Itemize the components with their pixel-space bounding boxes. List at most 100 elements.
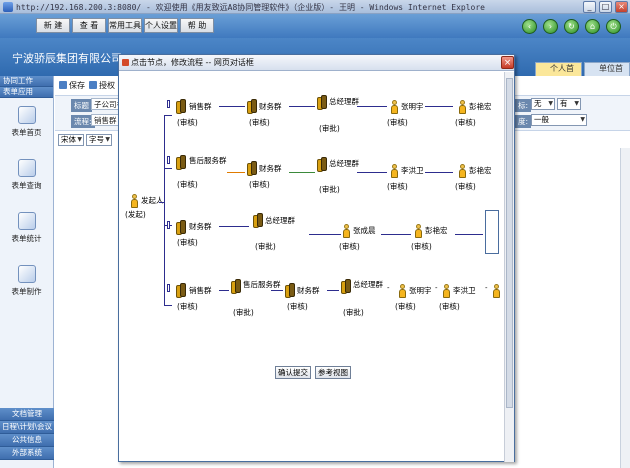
tab-unit-home[interactable]: 单位首页 <box>584 62 630 85</box>
trunk-line <box>164 115 165 305</box>
tools-button[interactable]: 常用工具 <box>108 18 142 33</box>
row4-node-3: 财务群 <box>297 286 320 295</box>
row2-role-3: (审批) <box>319 185 340 194</box>
dialog-scroll-thumb[interactable] <box>506 78 513 408</box>
sidebar-schedule[interactable]: 日程\计划\会议 <box>0 421 54 434</box>
node-person[interactable] <box>493 284 500 298</box>
dialog-close-button[interactable]: × <box>501 56 514 69</box>
node-finance-group[interactable] <box>176 219 186 235</box>
form-home-icon <box>17 106 36 124</box>
authorize-button[interactable]: 授权 <box>89 80 115 91</box>
connector <box>381 234 411 235</box>
confirm-submit-button[interactable]: 确认提交 <box>275 366 311 379</box>
node-person[interactable] <box>443 284 450 298</box>
title-field[interactable]: 子公司礼 <box>91 98 119 110</box>
ie-icon <box>3 2 13 12</box>
sidebar-item-form-home[interactable]: 表单首页 <box>0 106 53 151</box>
node-sales-group[interactable] <box>176 282 186 298</box>
row1-node-2: 财务群 <box>259 102 282 111</box>
node-person[interactable] <box>391 164 398 178</box>
close-window-button[interactable]: × <box>615 1 628 13</box>
app-topbar: 新 建 查 看 常用工具 个人设置 帮 助 ‹ › ↻ ⌂ ⏻ <box>0 14 630 38</box>
row4-role-3: (审核) <box>287 302 308 311</box>
connector <box>219 290 229 291</box>
new-button[interactable]: 新 建 <box>36 18 70 33</box>
row1-role-3: (审批) <box>319 124 340 133</box>
initiator-node[interactable] <box>131 194 138 208</box>
tab-personal-home[interactable]: 个人首页 <box>535 62 582 85</box>
sidebar-item-form-stats[interactable]: 表单统计 <box>0 212 53 257</box>
sidebar-public-info[interactable]: 公共信息 <box>0 434 54 447</box>
logout-icon[interactable]: ⏻ <box>606 19 621 34</box>
row2-role-5: (审核) <box>455 182 476 191</box>
row4-node-6: 李洪卫 <box>453 286 476 295</box>
branch-marker-2[interactable] <box>167 156 170 164</box>
branch-marker-1[interactable] <box>167 100 170 108</box>
node-aftersales-group[interactable] <box>231 278 241 294</box>
title-label: 标题 <box>71 99 92 112</box>
node-gm-group[interactable] <box>317 94 327 110</box>
branch-marker-3[interactable] <box>167 221 170 229</box>
connector <box>309 234 341 235</box>
node-person[interactable] <box>459 164 466 178</box>
connector <box>327 290 339 291</box>
dash-mark: - <box>387 284 390 292</box>
refresh-icon[interactable]: ↻ <box>564 19 579 34</box>
node-person[interactable] <box>415 224 422 238</box>
node-person[interactable] <box>459 100 466 114</box>
reference-view-button[interactable]: 参考视图 <box>315 366 351 379</box>
row2-node-2: 财务群 <box>259 164 282 173</box>
row2-node-5: 彭艳宏 <box>469 166 492 175</box>
maximize-button[interactable]: □ <box>599 1 612 13</box>
node-person[interactable] <box>399 284 406 298</box>
row4-role-2: (审批) <box>233 308 254 317</box>
node-gm-group[interactable] <box>317 156 327 172</box>
node-gm-group[interactable] <box>253 212 263 228</box>
font-select[interactable]: 宋体 <box>58 134 84 146</box>
row4-role-5: (审核) <box>395 302 416 311</box>
row4-node-2: 售后服务群 <box>243 280 281 289</box>
help-button[interactable]: 帮 助 <box>180 18 214 33</box>
size-select[interactable]: 字号 <box>86 134 112 146</box>
node-gm-group[interactable] <box>341 278 351 294</box>
row2-role-2: (审核) <box>249 180 270 189</box>
select-attachment[interactable]: 有 <box>557 98 581 110</box>
connector <box>271 290 283 291</box>
node-finance-group[interactable] <box>285 282 295 298</box>
select-importance[interactable]: 无 <box>531 98 555 110</box>
row3-node-3: 张成晨 <box>353 226 376 235</box>
forward-icon[interactable]: › <box>543 19 558 34</box>
back-icon[interactable]: ‹ <box>522 19 537 34</box>
sidebar-item-form-make[interactable]: 表单制作 <box>0 265 53 310</box>
flow-label: 流程: <box>71 115 95 128</box>
sidebar-external[interactable]: 外部系统 <box>0 447 54 460</box>
row1-node-4: 张明宇 <box>401 102 424 111</box>
row3-node-1: 财务群 <box>189 222 212 231</box>
sidebar-header-collab[interactable]: 协同工作 <box>0 76 53 87</box>
sidebar-docs[interactable]: 文档管理 <box>0 408 54 421</box>
flow-field[interactable]: 销售群 ( <box>91 114 119 126</box>
node-finance-group[interactable] <box>247 160 257 176</box>
node-finance-group[interactable] <box>247 98 257 114</box>
save-button[interactable]: 保存 <box>59 80 85 91</box>
connector <box>357 106 387 107</box>
dialog-scrollbar[interactable] <box>504 72 514 462</box>
node-sales-group[interactable] <box>176 98 186 114</box>
node-aftersales-group[interactable] <box>176 154 186 170</box>
branch-marker-4[interactable] <box>167 284 170 292</box>
select-priority[interactable]: 一般 <box>531 114 587 126</box>
row1-role-1: (审核) <box>177 118 198 127</box>
main-scrollbar[interactable] <box>620 148 630 468</box>
node-person[interactable] <box>343 224 350 238</box>
connector <box>159 202 164 203</box>
minimize-button[interactable]: _ <box>583 1 596 13</box>
personal-settings-button[interactable]: 个人设置 <box>144 18 178 33</box>
row2-node-3: 总经理群 <box>329 159 359 168</box>
sidebar-header-form[interactable]: 表单应用 <box>0 87 53 98</box>
node-person[interactable] <box>391 100 398 114</box>
sidebar-item-form-query[interactable]: 表单查询 <box>0 159 53 204</box>
company-name: 宁波骄辰集团有限公司 <box>12 52 122 65</box>
home-icon[interactable]: ⌂ <box>585 19 600 34</box>
row4-node-5: 张明宇 <box>409 286 432 295</box>
view-button[interactable]: 查 看 <box>72 18 106 33</box>
